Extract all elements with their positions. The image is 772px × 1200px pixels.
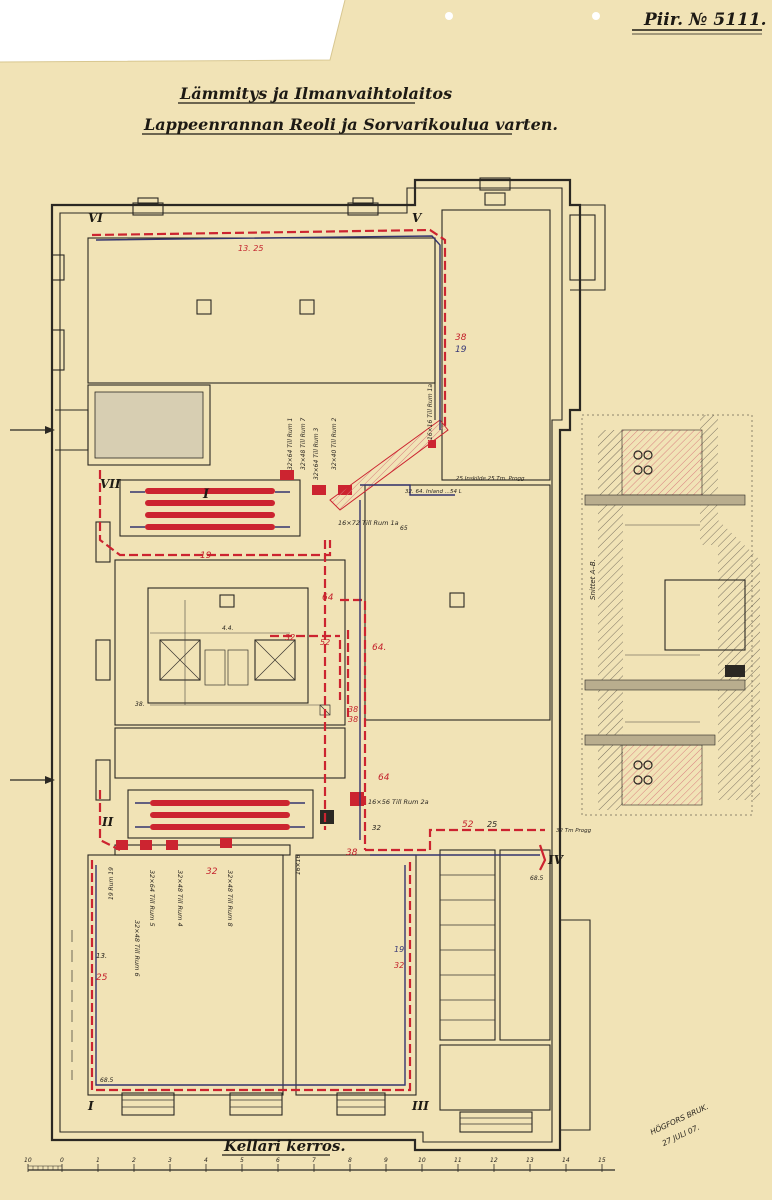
shaft-marker-i: I: [87, 1099, 94, 1113]
label-inlet-54: 32. 64. Inland ...54 L: [405, 489, 462, 495]
label-room-6: 32×48 Till Rum 6: [133, 920, 141, 977]
shaft-marker-vii: VII: [100, 477, 121, 491]
label-room-1a: 16×16 Till Rum 1a: [427, 384, 434, 440]
heater-coil-2: [127, 789, 314, 839]
scale-tick-label: 10: [24, 1157, 32, 1164]
label-room-3: 32×64 Till Rum 3: [313, 427, 320, 480]
label-mid-64: 64: [322, 593, 334, 603]
label-room-8: 32×48 Till Rum 8: [226, 870, 234, 927]
diagonal-duct: [329, 419, 449, 511]
scale-tick-label: 3: [168, 1157, 172, 1164]
label-room-2: 32×40 Till Rum 2: [331, 417, 338, 470]
scale-tick-label: 13: [526, 1157, 534, 1164]
label-inlet-25: 25 Inskilde 25 Tm. Progg: [456, 476, 525, 482]
label-mid-52: 52: [320, 638, 330, 647]
label-room-4: 32×48 Till Rum 4: [176, 870, 184, 927]
scale-tick-label: 2: [132, 1157, 136, 1164]
label-bottom-25: 25: [487, 820, 497, 829]
heater-coil-1: [119, 479, 301, 537]
section-ab-drawing: [581, 414, 760, 816]
label-size-65: 65: [400, 525, 408, 532]
label-mid-64b: 64.: [372, 643, 386, 653]
scale-tick-label: 7: [312, 1157, 316, 1164]
punch-hole: [592, 12, 600, 20]
drawing-number: Piir. № 5111.: [643, 10, 767, 30]
stair-treads: [440, 874, 495, 1021]
label-bottom-52: 52: [462, 820, 474, 830]
label-mid-32: 32: [285, 633, 295, 642]
label-small-1616: 16×16: [295, 855, 302, 875]
label-right-19: 19: [394, 945, 404, 954]
shaft-marker-ii: II: [101, 815, 114, 829]
air-inlet-arrows: [10, 426, 55, 784]
scale-tick-label: 1: [96, 1157, 100, 1164]
scale-bar-labels: 10 0 1 2 3 4 5 6 7 8 9 10 11 12 13 14 15: [24, 1157, 606, 1164]
label-room-19: 19 Rum 19: [108, 867, 115, 900]
floor-label: Kellari kerros.: [223, 1137, 346, 1155]
blue-pipe-network: [95, 235, 540, 1086]
shaft-marker-iv: IV: [547, 853, 565, 867]
scale-tick-label: 15: [598, 1157, 606, 1164]
label-note-44: 4.4.: [222, 625, 234, 632]
label-room-7: 32×48 Till Rum 7: [300, 417, 307, 470]
label-bottom-inlet: 32 Tm Progg: [556, 828, 592, 834]
windows-bottom: [121, 1092, 533, 1133]
scale-tick-label: 4: [204, 1157, 208, 1164]
label-room-2a: 16×56 Till Rum 2a: [368, 798, 429, 806]
label-mid-38b: 38: [348, 715, 358, 724]
label-top-run: 13. 25: [238, 244, 263, 253]
label-vertical-38: 38: [455, 333, 467, 343]
label-room-32a: 32: [206, 867, 218, 877]
label-room-1: 32×64 Till Rum 1: [287, 418, 294, 470]
scale-tick-label: 10: [418, 1157, 426, 1164]
label-note-38: 38.: [135, 701, 145, 708]
label-mid-38: 38: [348, 705, 358, 714]
shaft-marker-iii: III: [411, 1099, 429, 1113]
section-label: Snittet A–B.: [589, 559, 597, 600]
shaft-marker-vi: VI: [88, 211, 103, 225]
label-bottom-32: 32: [372, 824, 381, 832]
scale-tick-label: 11: [454, 1157, 462, 1164]
title-line-1: Lämmitys ja Ilmanvaihtolaitos: [179, 84, 452, 103]
outer-walls: [50, 178, 606, 1152]
label-room-5: 32×64 Till Rum 5: [148, 870, 156, 927]
punch-hole: [445, 12, 453, 20]
label-size-685b: 68.5: [530, 875, 544, 882]
scale-tick-label: 12: [490, 1157, 498, 1164]
scale-tick-label: 6: [276, 1157, 280, 1164]
label-right-32: 32: [394, 961, 404, 970]
heater-1-label: I: [202, 487, 210, 502]
scale-bar: [27, 1164, 615, 1172]
red-duct-network: [90, 228, 547, 1092]
shaft-marker-v: V: [412, 211, 423, 225]
scale-tick-label: 5: [240, 1157, 244, 1164]
label-size-685: 68.5: [100, 1077, 114, 1084]
scale-tick-label: 8: [348, 1157, 352, 1164]
label-room-4a: 16×72 Till Rum 1a: [338, 519, 399, 527]
windows-top: [132, 177, 511, 216]
scale-tick-label: 0: [60, 1157, 64, 1164]
label-left-19: 19: [200, 551, 212, 561]
scale-tick-label: 14: [562, 1157, 570, 1164]
title-line-2: Lappeenrannan Reoli ja Sorvarikoulua var…: [143, 115, 558, 134]
left-wall-openings: [51, 254, 111, 1080]
label-vertical-19: 19: [455, 345, 467, 355]
label-mid-64c: 64: [378, 773, 390, 783]
label-left-13: 13.: [96, 952, 107, 960]
scale-tick-label: 9: [384, 1157, 388, 1164]
label-bottom-38: 38: [346, 848, 358, 858]
label-left-25: 25: [96, 973, 108, 983]
